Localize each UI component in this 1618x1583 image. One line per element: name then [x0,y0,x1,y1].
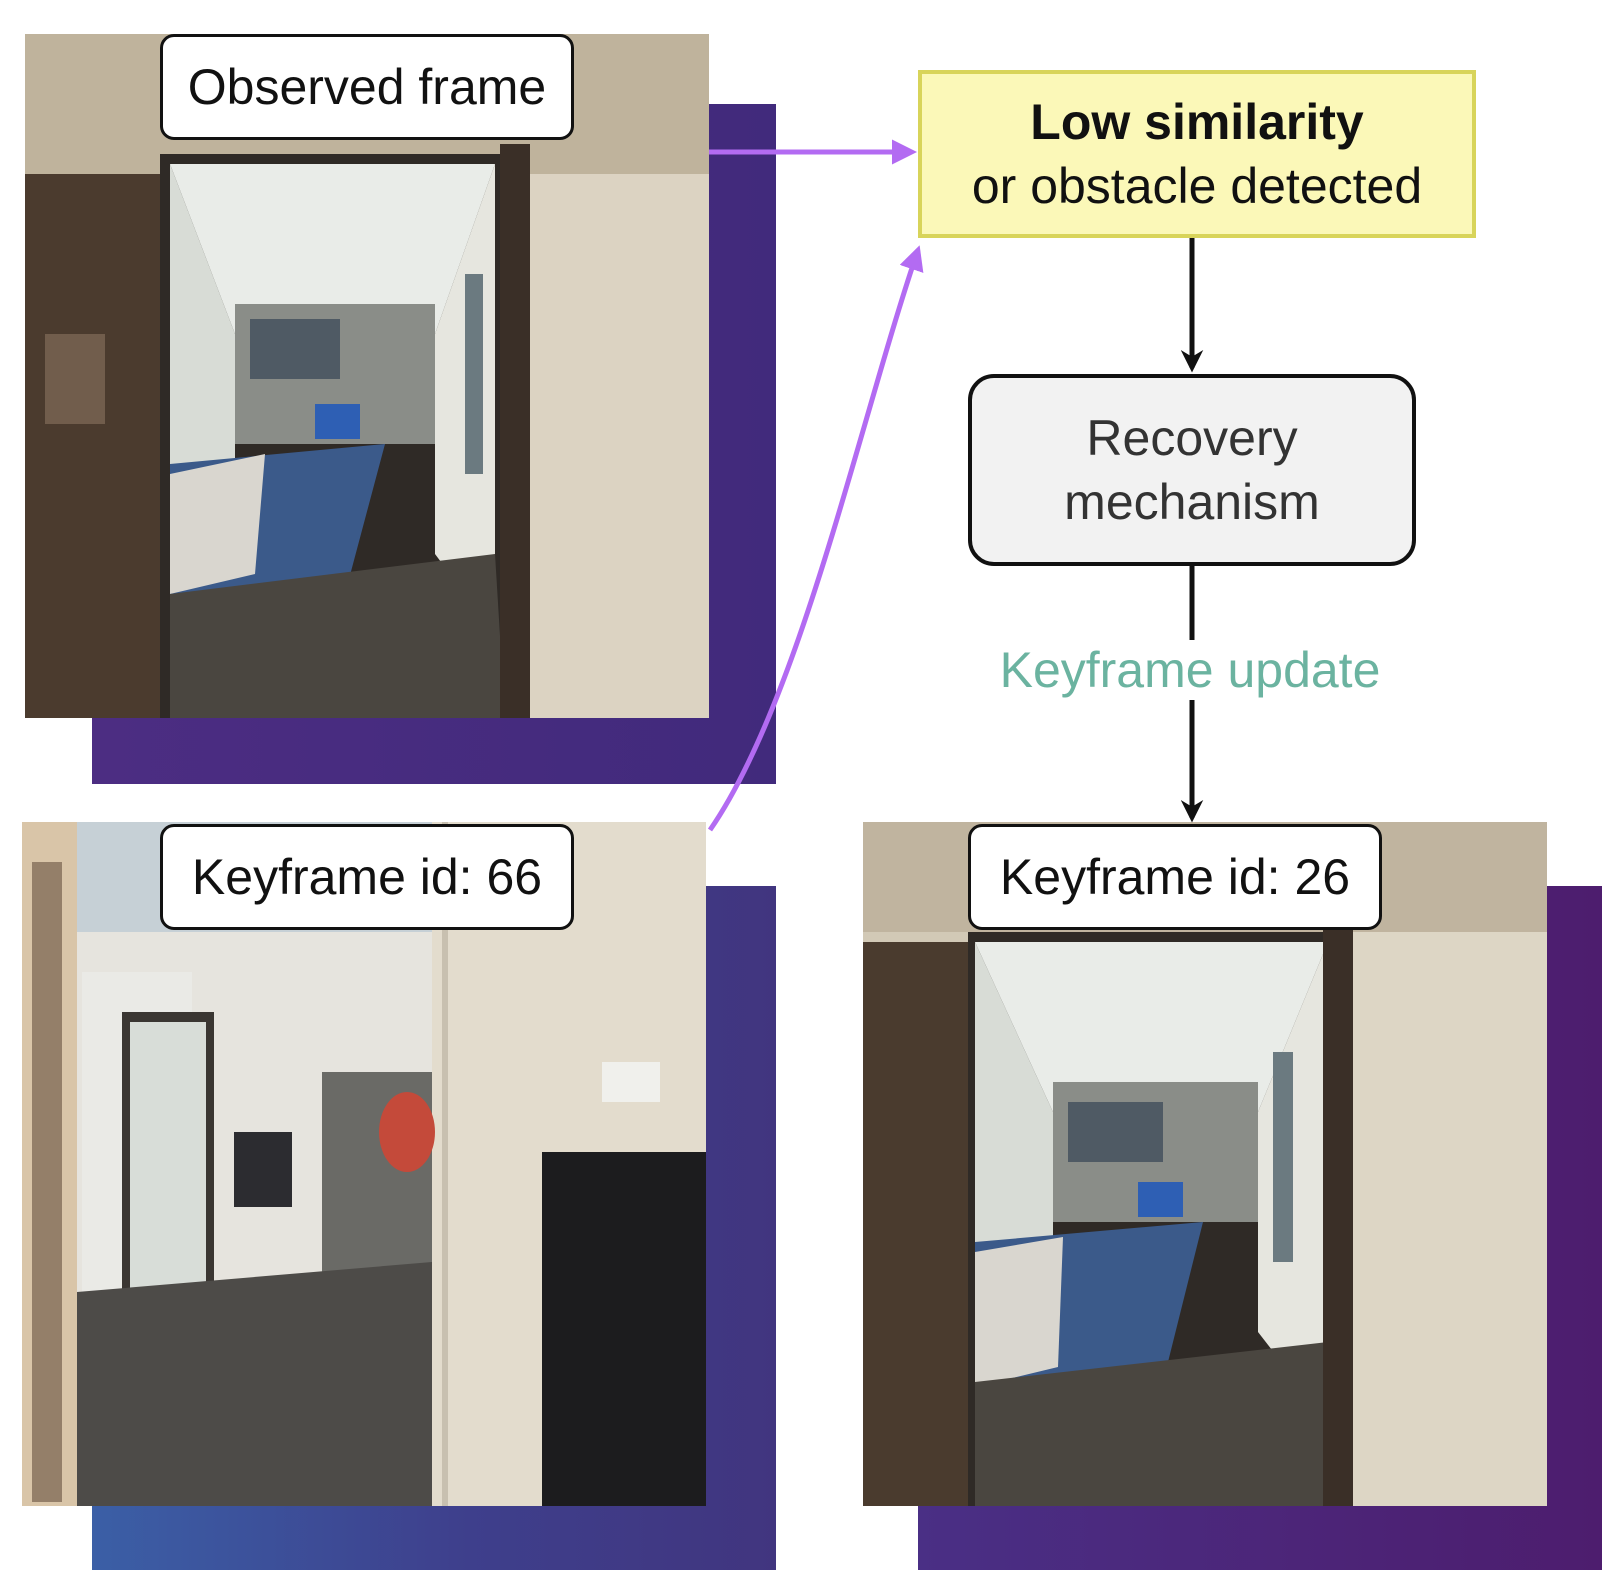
observed-frame-image [25,34,709,718]
keyframe-66-label: Keyframe id: 66 [160,824,574,930]
keyframe-26-image [863,822,1547,1506]
observed-frame-label: Observed frame [160,34,574,140]
recovery-line-2: mechanism [1064,474,1320,530]
decision-node: Low similarity or obstacle detected [918,70,1476,238]
recovery-node: Recovery mechanism [968,374,1416,566]
decision-line-1: Low similarity [1030,94,1364,150]
keyframe-update-edge-label: Keyframe update [940,640,1440,700]
keyframe-26-label: Keyframe id: 26 [968,824,1382,930]
keyframe-66-image [22,822,706,1506]
decision-line-2: or obstacle detected [971,158,1423,214]
recovery-line-1: Recovery [1086,410,1298,466]
